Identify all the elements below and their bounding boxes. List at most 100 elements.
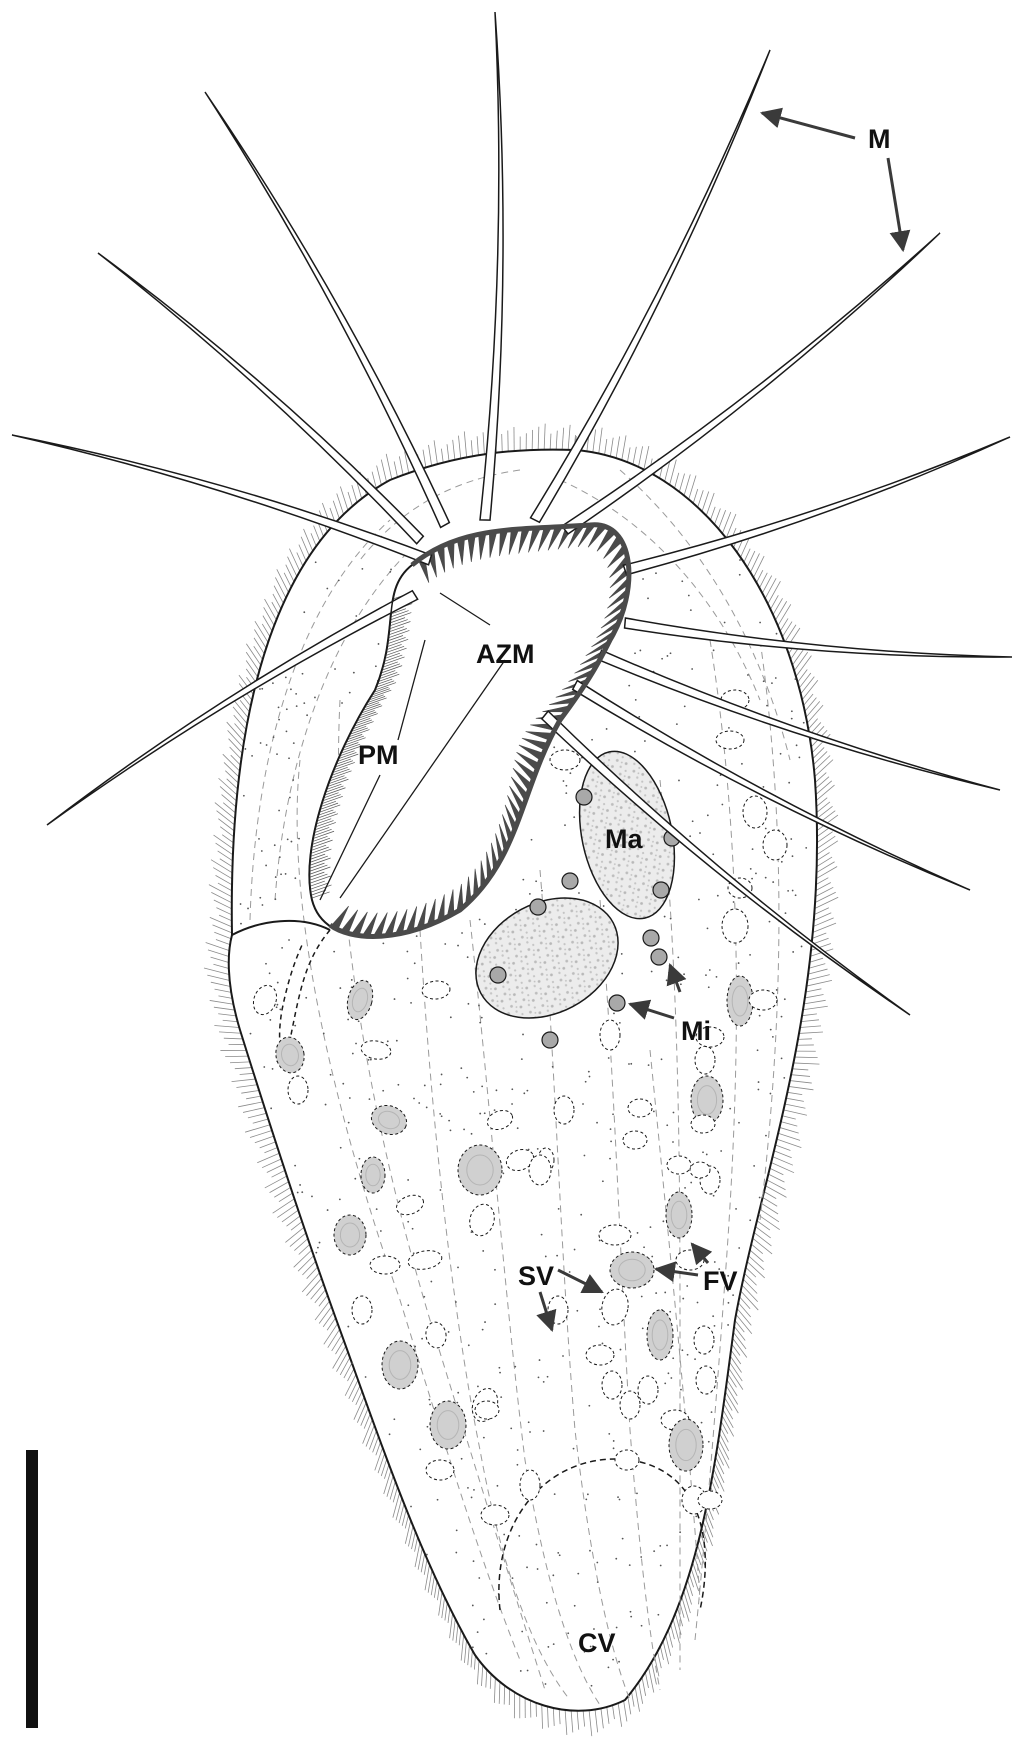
cilium xyxy=(785,1104,806,1108)
granule-dot xyxy=(655,572,657,574)
granule-dot xyxy=(667,655,669,657)
granule-dot xyxy=(772,1036,774,1038)
granule-dot xyxy=(429,1404,431,1406)
cilium xyxy=(297,553,303,567)
granule-dot xyxy=(317,1247,319,1249)
cilium xyxy=(749,1256,765,1270)
cilium xyxy=(644,446,649,469)
granule-dot xyxy=(765,828,767,830)
cilium xyxy=(754,1232,771,1246)
granule-dot xyxy=(463,1129,465,1131)
granule-dot xyxy=(751,878,753,880)
small-vacuole xyxy=(529,1155,551,1185)
cilium xyxy=(706,1510,713,1529)
cilium xyxy=(216,908,231,915)
granule-dot xyxy=(444,943,446,945)
label-pm: PM xyxy=(358,740,399,770)
granule-dot xyxy=(410,1002,412,1004)
cilium xyxy=(456,1624,458,1643)
granule-dot xyxy=(407,1221,409,1223)
granule-dot xyxy=(602,1180,604,1182)
micronucleus xyxy=(490,967,506,983)
cilium xyxy=(289,549,299,572)
cilium xyxy=(758,1215,779,1230)
cilium xyxy=(816,777,829,789)
cilium xyxy=(220,859,233,867)
granule-dot xyxy=(494,1303,496,1305)
granule-dot xyxy=(622,1538,624,1540)
micronucleus xyxy=(530,899,546,915)
cilium xyxy=(418,1548,422,1570)
small-vacuole xyxy=(716,731,744,749)
granule-dot xyxy=(430,1281,432,1283)
cilium xyxy=(361,1408,368,1425)
cilium xyxy=(750,553,759,572)
granule-dot xyxy=(427,1426,429,1428)
granule-dot xyxy=(795,894,797,896)
cilium xyxy=(766,1186,787,1198)
granule-dot xyxy=(664,1382,666,1384)
granule-dot xyxy=(781,861,783,863)
granule-dot xyxy=(621,973,623,975)
label-ma: Ma xyxy=(605,824,643,854)
granule-dot xyxy=(714,1325,716,1327)
cilium xyxy=(434,1581,437,1598)
cilium xyxy=(376,1442,381,1455)
granule-dot xyxy=(630,1616,632,1618)
cilium xyxy=(399,456,403,475)
granule-dot xyxy=(798,757,800,759)
granule-dot xyxy=(416,935,418,937)
granule-dot xyxy=(498,1367,500,1369)
cilium xyxy=(218,819,234,831)
cilium xyxy=(743,1279,757,1293)
cilium xyxy=(333,501,339,519)
small-vacuole xyxy=(667,1156,691,1174)
cilium xyxy=(715,508,721,524)
cilium xyxy=(715,1463,724,1483)
granule-dot xyxy=(471,1497,473,1499)
granule-dot xyxy=(553,746,555,748)
granule-dot xyxy=(666,979,668,981)
granule-dot xyxy=(520,1670,522,1672)
granule-dot xyxy=(521,1058,523,1060)
cilium xyxy=(223,1020,238,1021)
micronucleus xyxy=(653,882,669,898)
cilium xyxy=(684,1591,691,1613)
granule-dot xyxy=(334,668,336,670)
cilium xyxy=(211,957,229,962)
granule-dot xyxy=(273,736,275,738)
cilium xyxy=(814,755,830,770)
granule-dot xyxy=(280,873,282,875)
cilium xyxy=(304,529,313,551)
granule-dot xyxy=(448,1331,450,1333)
granule-dot xyxy=(468,1344,470,1346)
granule-dot xyxy=(634,751,636,753)
granule-dot xyxy=(355,1043,357,1045)
cilium xyxy=(726,1386,738,1405)
cilium xyxy=(366,1425,374,1446)
cilium xyxy=(204,968,229,975)
granule-dot xyxy=(281,947,283,949)
granule-dot xyxy=(683,973,685,975)
granule-dot xyxy=(499,1372,501,1374)
granule-dot xyxy=(643,1246,645,1248)
granule-dot xyxy=(739,574,741,576)
granule-dot xyxy=(369,1098,371,1100)
cilium xyxy=(670,460,677,485)
granule-dot xyxy=(759,622,761,624)
cilium xyxy=(601,1708,603,1728)
granule-dot xyxy=(285,873,287,875)
granule-dot xyxy=(606,728,608,730)
cilium xyxy=(627,447,630,462)
cilium xyxy=(801,677,815,694)
cilium xyxy=(538,427,539,450)
cilium xyxy=(345,1374,356,1395)
cilium xyxy=(211,892,231,902)
cilium xyxy=(571,1711,573,1733)
granule-dot xyxy=(265,865,267,867)
cilium xyxy=(347,1369,353,1381)
cilium xyxy=(689,475,696,499)
cilium xyxy=(424,1559,427,1575)
label-sv: SV xyxy=(518,1261,554,1291)
small-vacuole xyxy=(695,1046,715,1074)
